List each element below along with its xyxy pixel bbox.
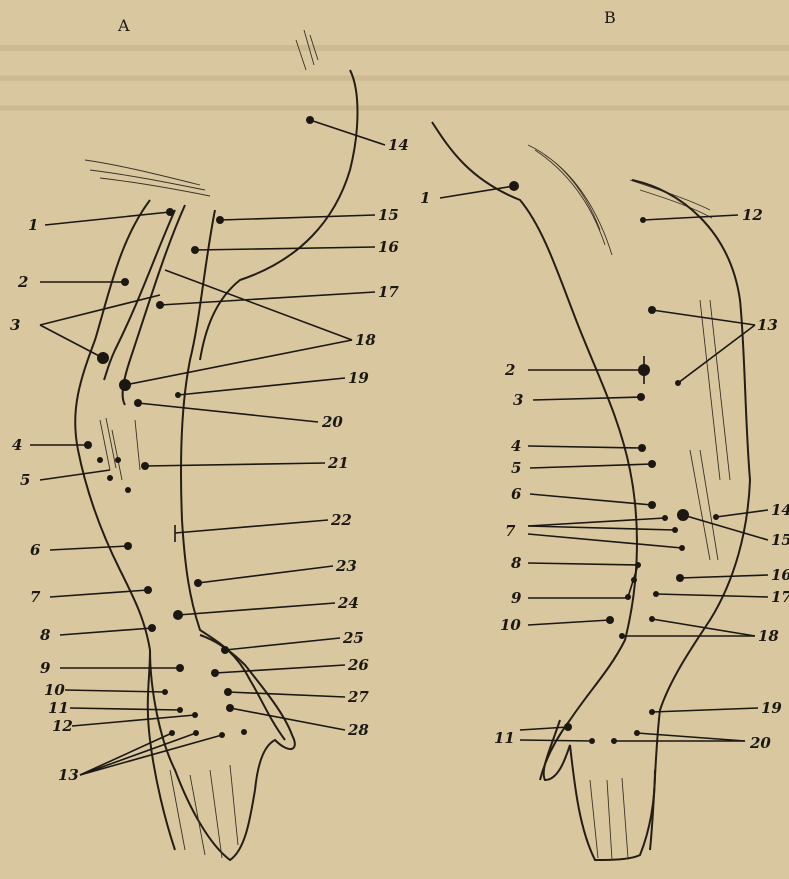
label-a-9: 9 xyxy=(40,659,51,677)
label-b-18: 18 xyxy=(758,627,779,645)
label-b-2: 2 xyxy=(504,361,515,379)
label-b-1: 1 xyxy=(420,189,430,207)
label-a-24: 24 xyxy=(337,594,359,612)
label-b-4: 4 xyxy=(511,437,521,455)
label-a-22: 22 xyxy=(330,511,352,529)
label-b-12: 12 xyxy=(742,206,763,224)
label-a-4: 4 xyxy=(12,436,22,454)
label-b-9: 9 xyxy=(511,589,522,607)
label-b-10: 10 xyxy=(500,616,521,634)
label-b-19: 19 xyxy=(761,699,782,717)
label-b-13: 13 xyxy=(757,316,778,334)
label-b-3: 3 xyxy=(513,391,523,409)
label-a-1: 1 xyxy=(28,216,38,234)
label-a-10: 10 xyxy=(44,681,65,699)
label-b-15: 15 xyxy=(771,531,789,549)
label-b-6: 6 xyxy=(511,485,522,503)
panel-b-heading: B xyxy=(604,8,616,27)
label-b-16: 16 xyxy=(771,566,789,584)
label-a-5: 5 xyxy=(20,471,30,489)
label-a-8: 8 xyxy=(40,626,51,644)
label-a-13: 13 xyxy=(58,766,79,784)
label-a-26: 26 xyxy=(347,656,369,674)
label-a-28: 28 xyxy=(347,721,369,739)
label-a-11: 11 xyxy=(48,699,69,717)
label-b-20: 20 xyxy=(749,734,771,752)
label-a-2: 2 xyxy=(17,273,28,291)
label-a-3: 3 xyxy=(10,316,20,334)
label-b-5: 5 xyxy=(511,459,521,477)
label-a-12: 12 xyxy=(52,717,73,735)
label-a-23: 23 xyxy=(335,557,357,575)
label-a-20: 20 xyxy=(321,413,343,431)
label-a-17: 17 xyxy=(378,283,399,301)
label-b-14: 14 xyxy=(771,501,789,519)
label-a-21: 21 xyxy=(327,454,349,472)
label-a-27: 27 xyxy=(347,688,369,706)
label-b-7: 7 xyxy=(505,522,516,540)
label-a-6: 6 xyxy=(30,541,41,559)
label-b-11: 11 xyxy=(494,729,515,747)
label-a-19: 19 xyxy=(348,369,369,387)
label-a-14: 14 xyxy=(388,136,409,154)
label-a-16: 16 xyxy=(378,238,399,256)
label-a-7: 7 xyxy=(30,588,41,606)
label-b-8: 8 xyxy=(511,554,522,572)
label-a-15: 15 xyxy=(378,206,399,224)
label-a-25: 25 xyxy=(342,629,364,647)
label-b-17: 17 xyxy=(771,588,789,606)
label-a-18: 18 xyxy=(355,331,376,349)
panel-a-heading: A xyxy=(117,16,130,35)
